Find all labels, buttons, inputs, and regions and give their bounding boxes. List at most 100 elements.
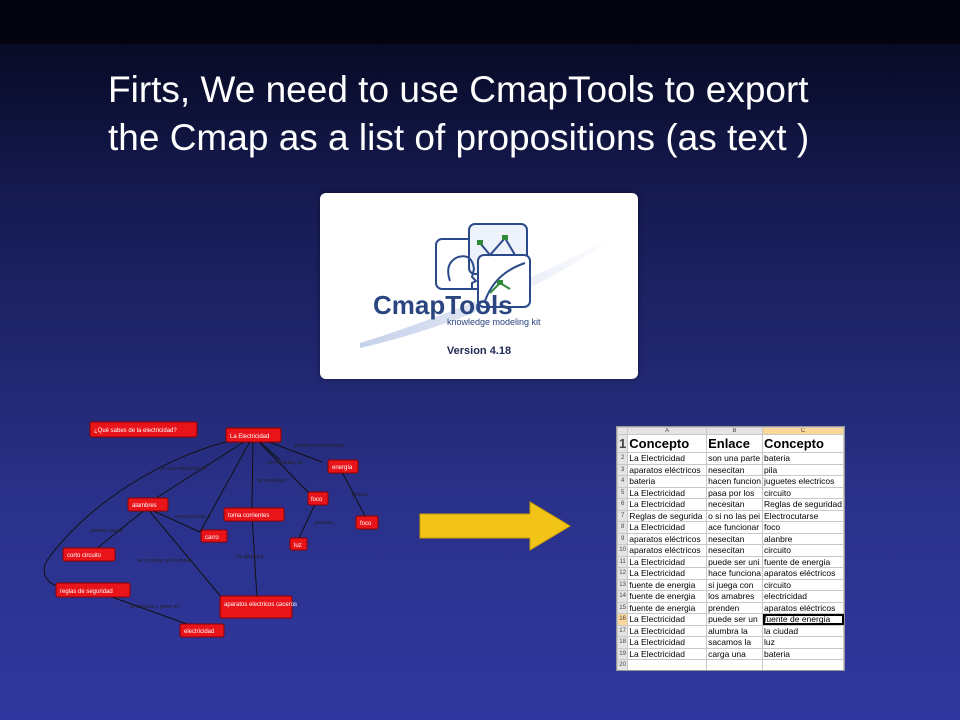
header-concepto[interactable]: Concepto <box>627 434 708 453</box>
row-number[interactable]: 10 <box>617 544 629 557</box>
table-cell[interactable]: pila <box>762 463 844 476</box>
svg-text:pueda sur electricidad: pueda sur electricidad <box>295 443 344 449</box>
row-number[interactable]: 7 <box>617 509 629 522</box>
node-energia-label: energía <box>332 465 353 471</box>
table-cell[interactable]: La Electricidad <box>627 486 708 499</box>
row-number[interactable]: 18 <box>617 636 629 649</box>
row-number[interactable]: 19 <box>617 647 629 660</box>
table-cell[interactable] <box>762 659 844 670</box>
table-cell[interactable]: La Electricidad <box>627 521 708 534</box>
table-cell[interactable]: foco <box>762 521 844 534</box>
table-cell[interactable]: luz <box>762 636 844 649</box>
row-number[interactable]: 13 <box>617 578 629 591</box>
table-cell[interactable]: los amabres <box>706 590 764 603</box>
table-cell[interactable]: La Electricidad <box>627 567 708 580</box>
table-cell[interactable]: circuito <box>762 544 844 557</box>
table-cell[interactable]: fuente de energia <box>762 613 844 626</box>
table-cell[interactable]: alumbra la <box>706 624 764 637</box>
table-cell[interactable]: electricidad <box>762 590 844 603</box>
table-cell[interactable]: si juega con <box>706 578 764 591</box>
table-cell[interactable]: nesecitan <box>706 463 764 476</box>
col-letter[interactable]: C <box>762 427 844 435</box>
table-cell[interactable]: La Electricidad <box>627 498 708 511</box>
table-cell[interactable]: necesitan <box>706 498 764 511</box>
svg-text:se conectan y funcionan: se conectan y funcionan <box>138 558 192 564</box>
row-number[interactable]: 12 <box>617 567 629 580</box>
table-cell[interactable]: La Electricidad <box>627 636 708 649</box>
table-cell[interactable]: aparatos eléctricos <box>627 544 708 557</box>
table-cell[interactable]: La Electricidad <box>627 613 708 626</box>
table-cell[interactable]: prenden <box>706 601 764 614</box>
row-number[interactable]: 11 <box>617 555 629 568</box>
table-cell[interactable]: la ciudad <box>762 624 844 637</box>
table-cell[interactable]: carga una <box>706 647 764 660</box>
table-cell[interactable]: circuito <box>762 578 844 591</box>
row-number[interactable]: 20 <box>617 659 629 670</box>
col-letter[interactable]: B <box>706 427 764 435</box>
row-number[interactable]: 16 <box>617 613 629 626</box>
table-cell[interactable]: nesecitan <box>706 544 764 557</box>
table-cell[interactable]: pasa por los <box>706 486 764 499</box>
row-number[interactable]: 14 <box>617 590 629 603</box>
row-number[interactable]: 1 <box>617 434 629 453</box>
header-enlace[interactable]: Enlace <box>706 434 764 453</box>
table-cell[interactable]: aparatos eléctricos <box>762 601 844 614</box>
table-cell[interactable]: fuente de energia <box>627 590 708 603</box>
row-number[interactable]: 4 <box>617 475 629 488</box>
header-concepto-2[interactable]: Concepto <box>762 434 844 453</box>
title-line-2: the Cmap as a list of propositions (as t… <box>108 117 810 158</box>
table-cell[interactable]: nesecitan <box>706 532 764 545</box>
table-cell[interactable]: fuente de energia <box>627 578 708 591</box>
node-question <box>89 421 198 438</box>
svg-text:pueden causar: pueden causar <box>90 528 123 534</box>
row-number[interactable]: 8 <box>617 521 629 534</box>
table-cell[interactable]: Electrocutarse <box>762 509 844 522</box>
table-cell[interactable]: juguetes electricos <box>762 475 844 488</box>
row-number[interactable]: 6 <box>617 498 629 511</box>
node-root-label: La Electricidad <box>230 434 269 440</box>
node-luz <box>289 537 308 551</box>
table-cell[interactable]: La Electricidad <box>627 647 708 660</box>
table-cell[interactable]: o si no las pei <box>706 509 764 522</box>
table-cell[interactable]: hace funciona <box>706 567 764 580</box>
table-cell[interactable]: fuente de energia <box>627 601 708 614</box>
cmaptools-splash: CmapTools knowledge modeling kit Version… <box>320 193 638 379</box>
node-foco <box>307 491 329 506</box>
table-cell[interactable]: son una parte <box>706 452 764 465</box>
row-number[interactable]: 5 <box>617 486 629 499</box>
table-cell[interactable]: bateria <box>762 452 844 465</box>
column-header-row: A B C <box>617 427 844 435</box>
table-cell[interactable]: bateria <box>762 647 844 660</box>
col-letter[interactable]: A <box>627 427 708 435</box>
table-cell[interactable]: La Electricidad <box>627 624 708 637</box>
row-number[interactable]: 2 <box>617 452 629 465</box>
table-cell[interactable]: puede ser un <box>706 613 764 626</box>
table-cell[interactable] <box>627 659 708 670</box>
table-cell[interactable]: aparatos eléctricos <box>627 532 708 545</box>
table-cell[interactable]: puede ser uni <box>706 555 764 568</box>
table-cell[interactable]: circuito <box>762 486 844 499</box>
row-number[interactable]: 17 <box>617 624 629 637</box>
table-cell[interactable]: Reglas de segurida <box>627 509 708 522</box>
table-cell[interactable]: aparatos eléctricos <box>627 463 708 476</box>
row-number[interactable]: 9 <box>617 532 629 545</box>
table-cell[interactable]: bateria <box>627 475 708 488</box>
row-number[interactable]: 15 <box>617 601 629 614</box>
table-cell[interactable]: hacen funcion <box>706 475 764 488</box>
table-cell[interactable]: sacamos la <box>706 636 764 649</box>
table-cell[interactable] <box>706 659 764 670</box>
table-cell[interactable]: alanbre <box>762 532 844 545</box>
table-cell[interactable]: ace funcionar <box>706 521 764 534</box>
row-number[interactable]: 3 <box>617 463 629 476</box>
table-cell[interactable]: aparatos eléctricos <box>762 567 844 580</box>
table-cell[interactable]: La Electricidad <box>627 452 708 465</box>
table-cell[interactable]: La Electricidad <box>627 555 708 568</box>
table-cell[interactable]: fuente de energia <box>762 555 844 568</box>
table-cell[interactable]: Reglas de seguridad <box>762 498 844 511</box>
arrow-right-icon <box>419 501 571 551</box>
node-alambres <box>127 497 169 512</box>
node-foco-2-label: foco <box>360 521 372 527</box>
